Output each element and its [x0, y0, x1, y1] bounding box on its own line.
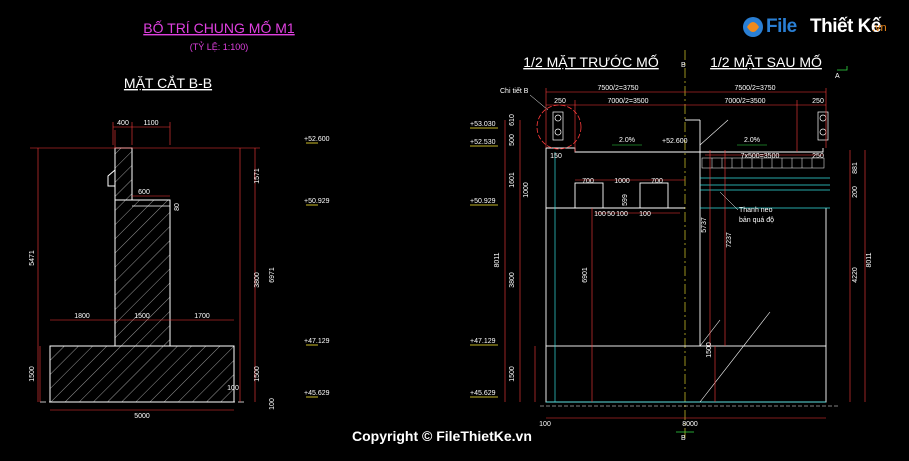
elev-50929-left: +50.929 — [304, 198, 330, 205]
dim-1700: 1700 — [194, 313, 210, 320]
dim-v1500b: 1500 — [706, 342, 713, 358]
left-dimension-lines — [30, 122, 260, 411]
top-elevation-center: +52.600 — [662, 138, 688, 145]
section-b-top: B — [681, 62, 686, 69]
dim-v6901: 6901 — [582, 267, 589, 283]
dim-v200: 200 — [852, 186, 859, 198]
detail-b-circle — [536, 104, 582, 150]
dim-7500b: 7500/2=3750 — [734, 85, 775, 92]
dim-100-bottom: 100 — [227, 385, 239, 392]
back-view-heading: 1/2 MẶT SAU MỐ — [710, 53, 822, 70]
approach-slab — [701, 157, 825, 169]
drawing-title: BỐ TRÍ CHUNG MỐ M1 — [143, 19, 295, 36]
dim-v8011a: 8011 — [494, 252, 501, 267]
dim-v8011b: 8011 — [866, 252, 873, 267]
dim-v3800: 3800 — [509, 272, 516, 288]
section-b-bottom: B — [681, 435, 686, 442]
section-a: A — [835, 73, 840, 80]
filethietke-logo: File Thiết Kế .vn — [740, 12, 900, 44]
dim-v610: 610 — [509, 114, 516, 126]
dim-1000: 1000 — [614, 178, 630, 185]
drawing-scale: (TỶ LỆ: 1:100) — [190, 41, 249, 52]
elev-53030: +53.030 — [470, 121, 496, 128]
dim-250c: 250 — [812, 153, 824, 160]
logo-thiet-text: Thiết Kế — [810, 16, 881, 37]
dim-v100: 100 — [616, 211, 628, 218]
dim-v3800: 3800 — [254, 272, 261, 288]
left-abutment-section — [40, 147, 244, 403]
dim-1800: 1800 — [74, 313, 90, 320]
dim-v6971: 6971 — [269, 267, 276, 283]
dim-100d: 100 — [539, 421, 551, 428]
dim-v1000: 1000 — [523, 182, 530, 198]
dim-v599: 599 — [622, 194, 629, 206]
dim-5000: 5000 — [134, 413, 150, 420]
dim-7000a: 7000/2=3500 — [607, 98, 648, 105]
dim-v4220: 4220 — [852, 267, 859, 283]
dim-600: 600 — [138, 189, 150, 196]
logo-icon — [743, 17, 763, 37]
dim-v1500b: 1500 — [254, 366, 261, 382]
elev-52600-left: +52.600 — [304, 136, 330, 143]
note-line2: bản quá độ — [739, 217, 774, 224]
dim-250b: 250 — [812, 98, 824, 105]
slope-right: 2.0% — [744, 137, 760, 144]
dim-100a: 100 — [594, 211, 606, 218]
elev-47129-right: +47.129 — [470, 338, 496, 345]
dim-700a: 700 — [582, 178, 594, 185]
detail-b-label: Chi tiết B — [500, 86, 529, 95]
elev-45629-right: +45.629 — [470, 390, 496, 397]
copyright-text: Copyright © FileThietKe.vn — [352, 428, 532, 444]
dim-v1500a: 1500 — [509, 366, 516, 382]
dim-v1601: 1601 — [509, 172, 516, 188]
elev-47129-left: +47.129 — [304, 338, 330, 345]
dim-1100: 1100 — [143, 120, 158, 127]
dim-7x500: 7x500=3500 — [741, 153, 780, 160]
dim-v80: 80 — [174, 203, 181, 211]
dim-700b: 700 — [651, 178, 663, 185]
elev-52530: +52.530 — [470, 139, 496, 146]
dim-v150: 150 — [550, 153, 562, 160]
dim-v100: 100 — [269, 398, 276, 410]
dim-v7237: 7237 — [726, 232, 733, 248]
right-elevation-marks — [470, 127, 498, 398]
note-line1: Thanh neo — [739, 207, 773, 214]
logo-file-text: File — [766, 16, 797, 37]
dim-v500: 500 — [509, 134, 516, 146]
right-dimension-lines — [504, 88, 866, 419]
dim-7500a: 7500/2=3750 — [597, 85, 638, 92]
dim-50: 50 — [607, 211, 615, 218]
dim-v5737: 5737 — [701, 217, 708, 233]
dim-8000: 8000 — [682, 421, 698, 428]
elev-50929-right: +50.929 — [470, 198, 496, 205]
dim-100c: 100 — [639, 211, 651, 218]
dim-v1500a: 1500 — [29, 366, 36, 382]
front-view-heading: 1/2 MẶT TRƯỚC MỐ — [523, 53, 659, 70]
logo-vn-text: .vn — [872, 22, 887, 34]
slope-left: 2.0% — [619, 137, 635, 144]
dim-v881: 881 — [852, 162, 859, 174]
right-abutment-outline — [545, 119, 827, 403]
dim-1500: 1500 — [134, 313, 150, 320]
dim-v5471: 5471 — [29, 250, 36, 266]
dim-7000b: 7000/2=3500 — [724, 98, 765, 105]
dim-250a: 250 — [554, 98, 566, 105]
left-view-heading: MẶT CẮT B-B — [124, 74, 212, 91]
dim-400: 400 — [117, 120, 129, 127]
elev-45629-left: +45.629 — [304, 390, 330, 397]
left-elevation-marks — [306, 142, 318, 398]
dim-v1571: 1571 — [254, 168, 261, 184]
